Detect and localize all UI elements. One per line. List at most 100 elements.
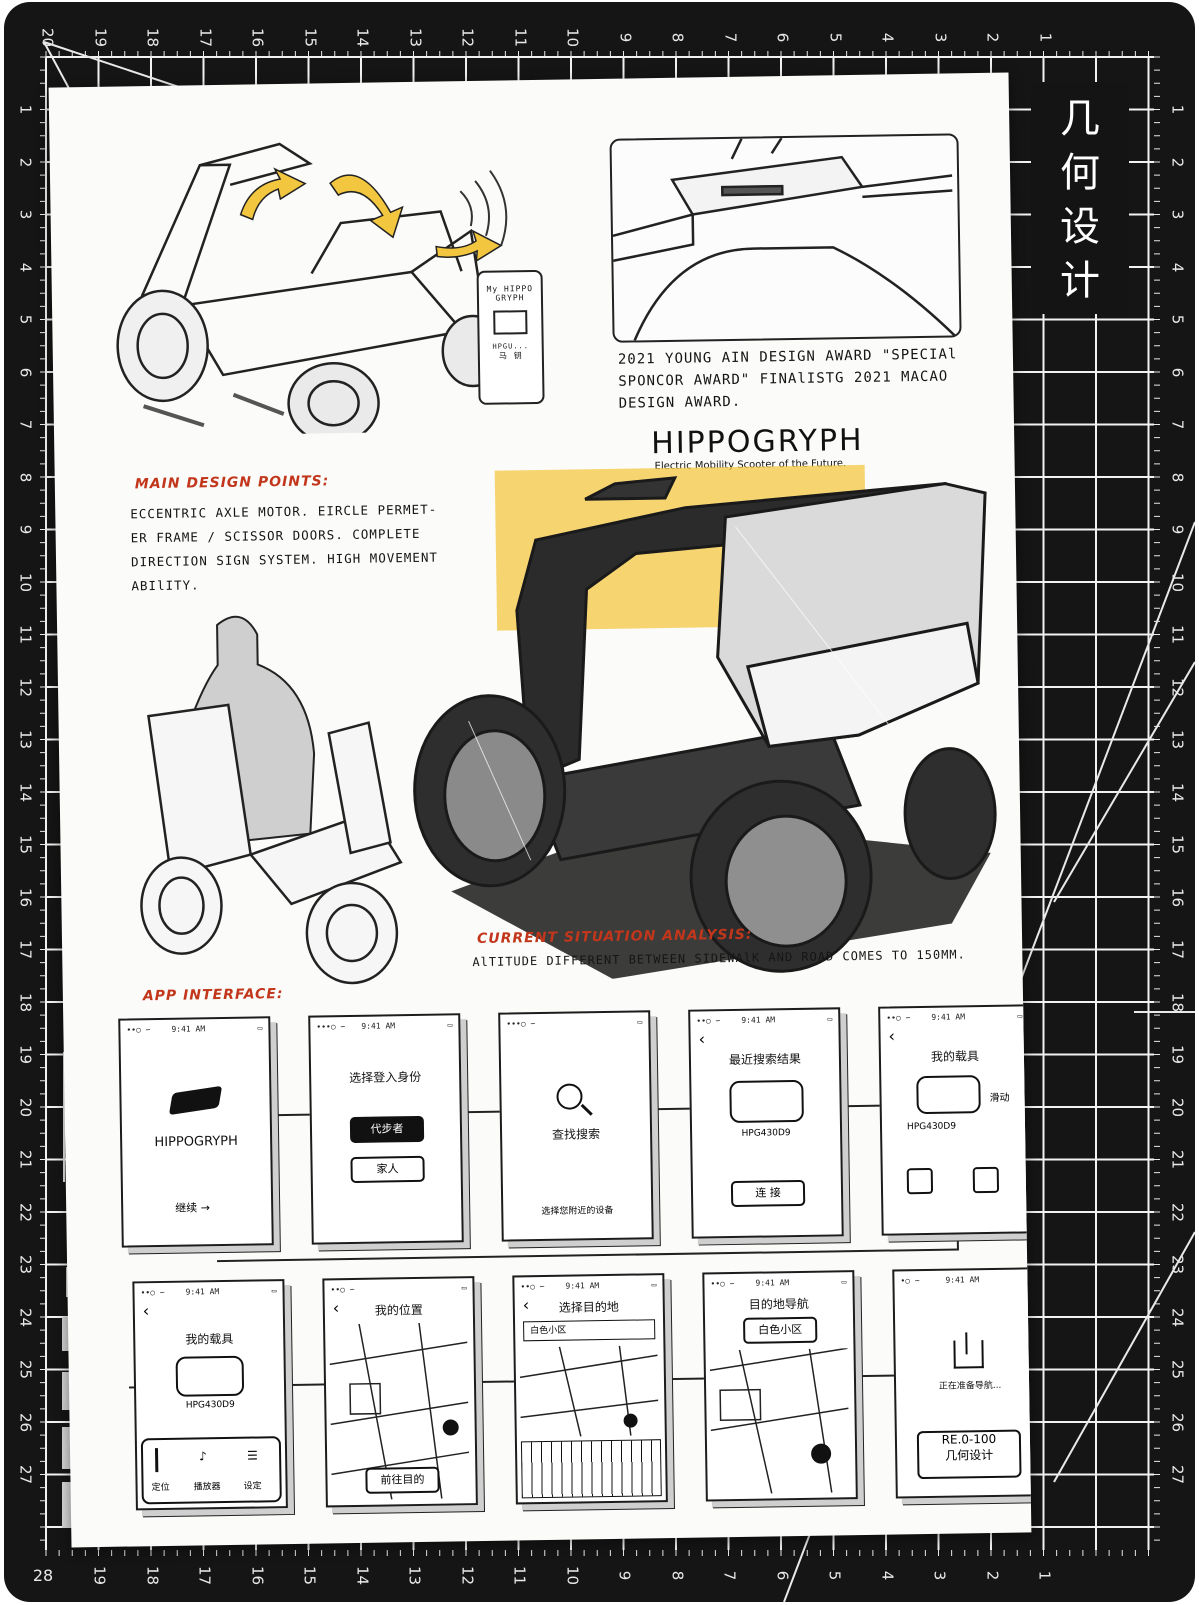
ruler-number: 11 (16, 624, 35, 645)
ruler-number: 26 (16, 1412, 35, 1432)
battery-icon: ▭ (447, 1020, 453, 1030)
signal-icon: •••○ ∽ (506, 1019, 536, 1029)
app-interface-heading: APP INTERFACE: (142, 986, 284, 1005)
app-screen-identity: •••○ ∽9:41 AM▭ 选择登入身份 代步者 家人 (308, 1013, 464, 1245)
signal-icon: ••○ ∽ (886, 1013, 911, 1023)
device-code: HPG430D9 (741, 1128, 791, 1139)
locate-label[interactable]: 定位 (151, 1482, 170, 1494)
ruler-number: 11 (511, 27, 529, 48)
ruler-number: 6 (773, 1570, 791, 1581)
ruler-number: 15 (300, 1565, 319, 1586)
status-time: 9:41 AM (945, 1275, 980, 1285)
design-points-heading: MAIN DESIGN POINTS: (134, 473, 330, 493)
ruler-number: 20 (1168, 1097, 1187, 1117)
app-title: HIPPOGRYPH (154, 1133, 238, 1151)
ruler-number: 4 (878, 1570, 896, 1581)
back-chevron-icon[interactable]: ‹ (698, 1029, 706, 1049)
ruler-number: 3 (16, 209, 35, 220)
settings-label[interactable]: 设定 (243, 1481, 262, 1492)
ruler-number: 2 (983, 32, 1002, 43)
signal-icon: ••○ ∽ (140, 1287, 165, 1298)
ruler-number: 10 (1168, 572, 1187, 592)
ruler-number: 10 (16, 572, 35, 592)
brand-badge: 几 何 设 计 (1031, 82, 1129, 314)
ruler-number: 21 (16, 1149, 35, 1170)
ruler-number: 14 (1168, 782, 1187, 802)
phone-sketch-text-4: 马 钥 (498, 351, 523, 361)
screen-title: 正在准备导航... (938, 1380, 1002, 1392)
ruler-number: 10 (563, 27, 582, 48)
status-time: 9:41 AM (741, 1015, 776, 1025)
screen-title: 查找搜索 (551, 1127, 601, 1142)
ruler-number: 11 (1168, 624, 1187, 645)
award-text: 2021 YOUNG AIN DESIGN AWARD "SPECIAl SPO… (618, 343, 979, 415)
ruler-number: 8 (668, 32, 687, 43)
ruler-number: 18 (1168, 992, 1187, 1012)
ruler-number: 25 (1168, 1359, 1187, 1380)
signal-icon: ••○ ∽ (696, 1016, 721, 1026)
ruler-number: 7 (720, 1570, 739, 1581)
app-screen-my-vehicle: ••○ ∽9:41 AM▭ ‹ 我的载具 HPG430D9 滑动 (878, 1004, 1032, 1236)
scooter-icon (175, 1355, 245, 1397)
battery-icon: ▭ (1017, 1011, 1023, 1021)
ruler-number: 4 (1168, 262, 1187, 272)
app-screen-my-location: ••○ ∽▭ ‹ 我的位置 前往目的 (322, 1276, 478, 1508)
keyboard[interactable] (520, 1439, 662, 1499)
battery-icon: ▭ (257, 1023, 263, 1033)
battery-icon: ▭ (271, 1286, 277, 1296)
unlock-icon[interactable] (972, 1166, 1000, 1194)
ruler-number: 3 (1168, 209, 1187, 220)
connect-button[interactable]: 连 接 (730, 1179, 806, 1208)
destination-input[interactable]: 白色小区 (523, 1319, 656, 1342)
ruler-number: 19 (91, 27, 109, 48)
ruler-number: 19 (90, 1565, 109, 1586)
ruler-number: 17 (195, 1565, 214, 1586)
ruler-number: 16 (248, 27, 267, 48)
share-arrow (965, 1332, 968, 1355)
ruler-number: 16 (16, 887, 35, 907)
rider-button[interactable]: 代步者 (349, 1115, 425, 1144)
sliders-icon: ☰ (246, 1448, 258, 1463)
status-time: 9:41 AM (185, 1287, 220, 1297)
ruler-number: 4 (16, 262, 35, 272)
family-button[interactable]: 家人 (350, 1155, 425, 1184)
lock-icon[interactable] (906, 1167, 934, 1195)
back-chevron-icon[interactable]: ‹ (142, 1301, 150, 1321)
ruler-number: 24 (1168, 1307, 1187, 1327)
search-hint: 选择您附近的设备 (541, 1205, 614, 1218)
ruler-number: 7 (16, 419, 35, 430)
ruler-number: 9 (615, 1570, 634, 1581)
battery-icon: ▭ (651, 1280, 657, 1290)
handlebar-sketch (612, 137, 956, 341)
continue-link[interactable]: 继续 → (175, 1201, 211, 1215)
map-sketch (709, 1348, 849, 1494)
battery-icon: ▭ (827, 1014, 833, 1024)
back-chevron-icon[interactable]: ‹ (888, 1026, 896, 1046)
status-time: 9:41 AM (171, 1024, 206, 1034)
signal-icon: •○ ∽ (900, 1276, 920, 1286)
ruler-number: 15 (16, 834, 35, 855)
status-time: 9:41 AM (361, 1021, 396, 1031)
ruler-corner-label: 28 (32, 1566, 54, 1585)
player-label[interactable]: 播放器 (193, 1482, 221, 1493)
go-destination-button[interactable]: 前往目的 (365, 1466, 440, 1494)
share-icon[interactable] (953, 1340, 984, 1369)
ruler-number: 12 (458, 1565, 476, 1586)
ruler-number: 9 (16, 524, 35, 535)
control-tray: 定位 播放器 设定 ♪ ☰ (140, 1436, 282, 1505)
ruler-number: 3 (931, 32, 949, 43)
app-screen-vehicle-controls: ••○ ∽9:41 AM▭ ‹ 我的载具 HPG430D9 定位 播放器 设定 … (132, 1279, 288, 1511)
device-code: HPG430D9 (906, 1121, 957, 1133)
screen-title: 我的位置 (374, 1302, 423, 1318)
destination-chip[interactable]: 白色小区 (743, 1316, 818, 1344)
ruler-number: 3 (930, 1570, 949, 1581)
ruler-number: 2 (16, 157, 35, 167)
ruler-number: 18 (143, 1565, 161, 1586)
ruler-number: 11 (510, 1565, 529, 1586)
signature-brand: 几何设计 (945, 1447, 994, 1463)
ruler-number: 1 (1035, 1570, 1054, 1581)
app-flow-connector-return (217, 1248, 959, 1263)
badge-char-4: 计 (1060, 258, 1100, 304)
fm-icon: ♪ (199, 1449, 207, 1464)
ruler-number: 22 (16, 1202, 35, 1222)
